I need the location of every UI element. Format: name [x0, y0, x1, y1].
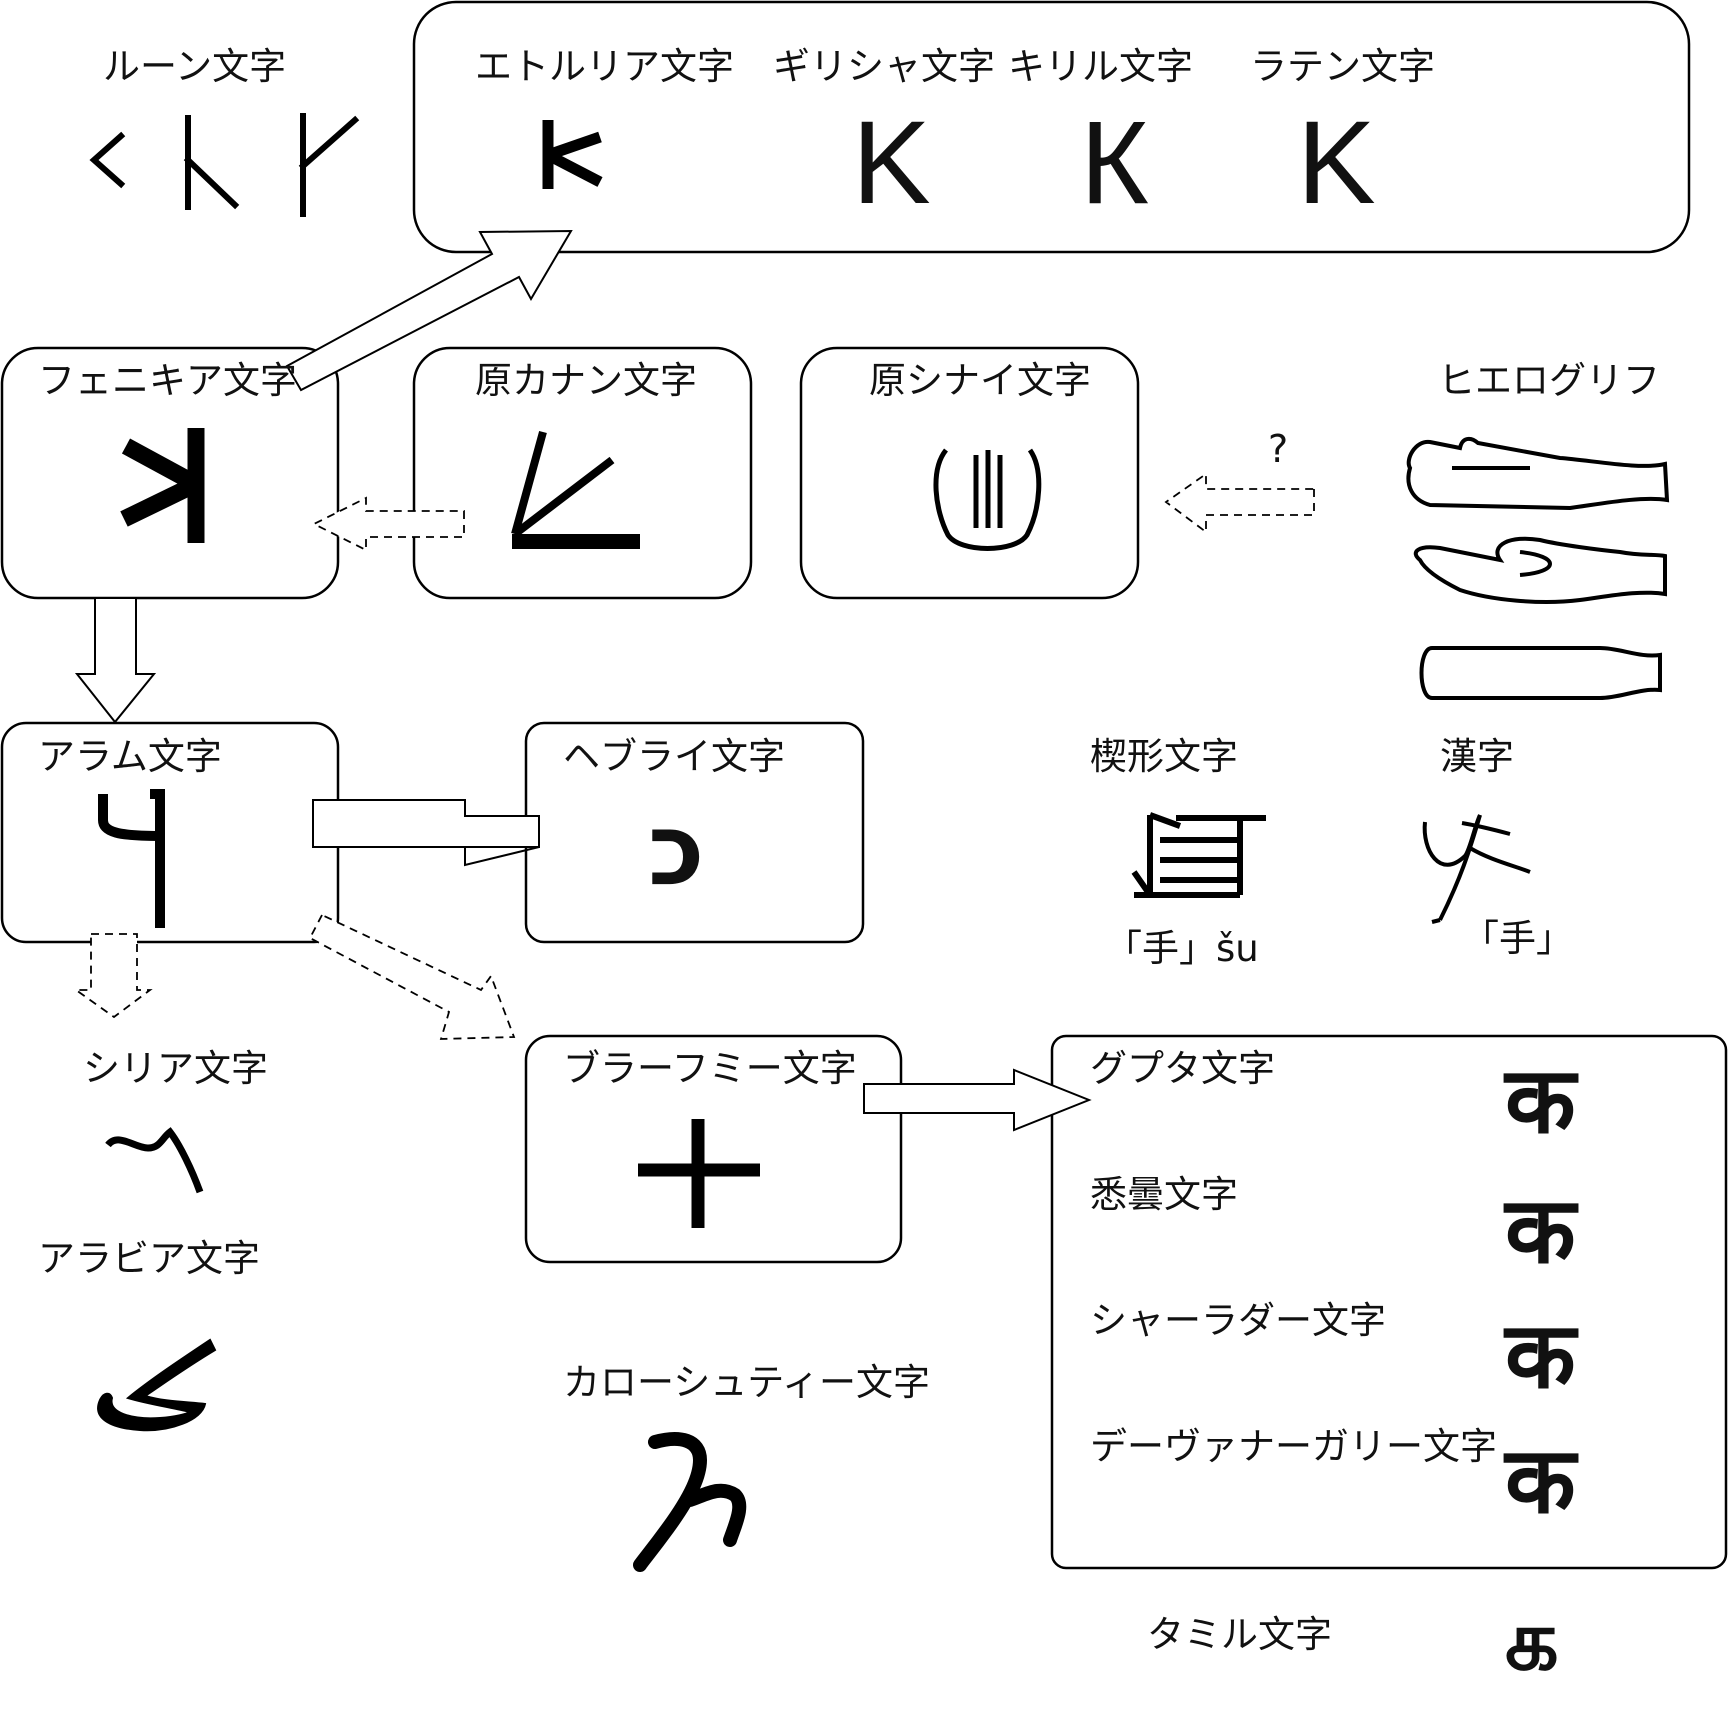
label-proto-canaanite: 原カナン文字 [475, 359, 697, 402]
arrow-phoenician-to-european [285, 229, 573, 392]
european-scripts-box [412, 0, 1691, 254]
arrow-dashed-aramaic-to-syriac [73, 933, 153, 1019]
brahmi-ka-glyph [638, 1119, 760, 1228]
label-hebrew: ヘブライ文字 [563, 735, 785, 778]
gupta-ka-glyph: क [1505, 1047, 1576, 1154]
proto-sinaitic-hand-glyph [933, 448, 1042, 551]
hebrew-kaf-glyph: כ [648, 791, 705, 908]
label-kanji: 漢字 [1440, 735, 1514, 778]
brahmi-box [524, 1034, 903, 1264]
label-devanagari: デーヴァナーガリー文字 [1090, 1425, 1497, 1468]
label-tamil: タミル文字 [1147, 1613, 1332, 1656]
etruscan-k-glyph [542, 120, 603, 189]
kanji-caption: 「手」 [1462, 917, 1573, 960]
arrow-dashed-proto-canaanite-to-phoenician [311, 496, 465, 552]
label-brahmi: ブラーフミー文字 [563, 1047, 857, 1090]
label-kharosthi: カローシュティー文字 [563, 1361, 931, 1404]
uncertain-origin-mark: ? [1268, 427, 1289, 471]
label-sharada: シャーラダー文字 [1090, 1299, 1386, 1342]
aramaic-kaph-glyph [98, 789, 165, 928]
kanji-oracle-hand-glyph [1422, 814, 1531, 924]
siddham-ka-glyph: क [1505, 1177, 1576, 1284]
arrow-aramaic-to-hebrew [312, 799, 540, 867]
indic-scripts-box [1050, 1034, 1728, 1570]
sharada-ka-glyph: क [1505, 1302, 1576, 1409]
phoenician-kaph-glyph [120, 428, 205, 543]
label-siddham: 悉曇文字 [1090, 1173, 1238, 1216]
arrow-phoenician-to-aramaic [74, 597, 157, 724]
greek-kappa-glyph: K [852, 97, 931, 229]
kharosthi-ka-glyph [633, 1432, 747, 1572]
hieroglyph-hand-glyphs [1406, 436, 1670, 700]
devanagari-ka-glyph: क [1505, 1427, 1576, 1534]
latin-k-glyph: K [1297, 97, 1376, 229]
label-rune: ルーン文字 [103, 45, 287, 88]
label-hieroglyph: ヒエログリフ [1438, 359, 1660, 402]
label-phoenician: フェニキア文字 [38, 359, 297, 402]
proto-canaanite-glyph [511, 430, 640, 549]
label-syriac: シリア文字 [83, 1047, 268, 1090]
label-greek: ギリシャ文字 [773, 45, 995, 88]
cuneiform-glyph [1131, 812, 1266, 898]
arrow-brahmi-to-gupta [863, 1068, 1092, 1132]
rune-glyphs [89, 113, 360, 217]
label-gupta: グプタ文字 [1090, 1047, 1275, 1090]
label-aramaic: アラム文字 [38, 735, 222, 778]
label-arabic: アラビア文字 [38, 1237, 260, 1280]
phoenician-box [0, 346, 340, 600]
label-proto-sinaitic: 原シナイ文字 [869, 359, 1091, 402]
cuneiform-caption: 「手」šu [1105, 927, 1259, 970]
proto-sinaitic-box [799, 346, 1140, 600]
label-latin: ラテン文字 [1250, 45, 1435, 88]
arrow-dashed-aramaic-to-brahmi [308, 913, 516, 1040]
proto-canaanite-box [412, 346, 753, 600]
label-cuneiform: 楔形文字 [1090, 735, 1238, 778]
label-cyrillic: キリル文字 [1008, 45, 1193, 88]
arabic-kaf-glyph [97, 1338, 217, 1432]
tamil-ka-glyph: க [1505, 1591, 1559, 1689]
arrow-dashed-hieroglyph-to-proto-sinaitic [1164, 472, 1315, 534]
label-etruscan: エトルリア文字 [475, 45, 734, 88]
cyrillic-ka-glyph: К [1080, 97, 1149, 229]
syriac-kaph-glyph [105, 1127, 204, 1194]
